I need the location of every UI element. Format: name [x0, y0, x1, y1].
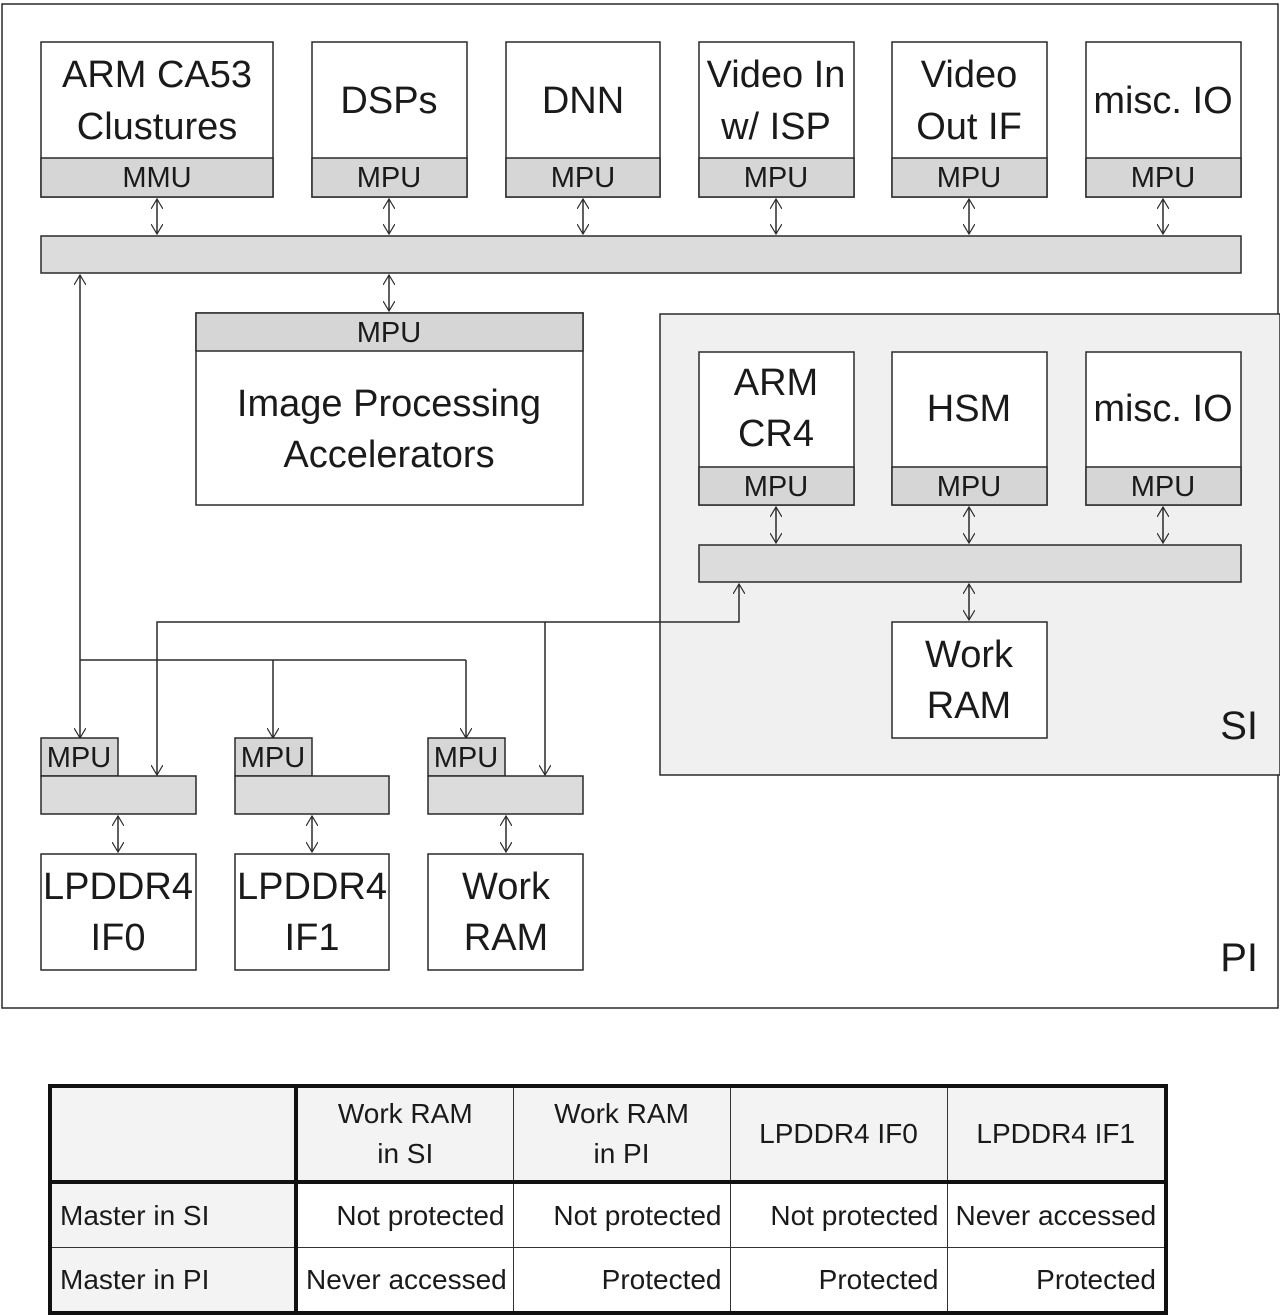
- mpu-unit: [698, 466, 855, 506]
- bidirectional-arrows-si-masters: [776, 507, 1163, 620]
- svg-text:IF1: IF1: [285, 917, 340, 959]
- bidirectional-arrows-pi-masters: [157, 199, 1163, 234]
- svg-text:MPU: MPU: [937, 162, 1001, 194]
- mpu-unit: [698, 157, 855, 198]
- svg-text:LPDDR4: LPDDR4: [237, 866, 387, 908]
- pi-memory-lpddr4-if0: MPU LPDDR4 IF0: [40, 737, 197, 971]
- mpu-unit: [1085, 157, 1242, 198]
- mpu-unit: [505, 157, 661, 198]
- svg-text:Video In: Video In: [707, 54, 846, 96]
- svg-text:MPU: MPU: [551, 162, 615, 194]
- svg-text:MPU: MPU: [434, 742, 498, 774]
- memory-controller: [234, 775, 390, 815]
- pi-master-dnn: DNN MPU: [505, 41, 661, 198]
- svg-text:MPU: MPU: [937, 471, 1001, 503]
- pi-main-bus: [40, 235, 1242, 274]
- svg-text:DNN: DNN: [542, 80, 624, 122]
- si-master-misc-io: misc. IO MPU: [1085, 351, 1242, 506]
- svg-text:MPU: MPU: [1131, 162, 1195, 194]
- table-cell: Never accessed: [946, 1181, 1167, 1248]
- svg-text:HSM: HSM: [927, 388, 1011, 430]
- mmu-unit: [40, 157, 274, 198]
- pi-master-video-out: Video Out IF MPU: [891, 41, 1048, 198]
- pi-master-arm-ca53: ARM CA53 Clustures MMU: [40, 41, 274, 198]
- si-master-arm-cr4: ARM CR4 MPU: [698, 351, 855, 506]
- svg-text:LPDDR4: LPDDR4: [43, 866, 193, 908]
- mpu-unit: [1085, 466, 1242, 506]
- image-processing-accelerators: MPU Image Processing Accelerators: [195, 312, 584, 506]
- svg-text:MPU: MPU: [357, 317, 421, 349]
- memory-controller: [427, 775, 584, 815]
- table-corner-cell: [49, 1085, 298, 1183]
- si-work-ram: Work RAM: [891, 621, 1048, 739]
- svg-text:MMU: MMU: [122, 162, 191, 194]
- table-cell: Not protected: [512, 1181, 731, 1248]
- row-header: Master in PI: [49, 1247, 298, 1314]
- pi-memory-lpddr4-if1: MPU LPDDR4 IF1: [234, 737, 390, 971]
- mpu-unit: [195, 312, 584, 352]
- svg-text:w/ ISP: w/ ISP: [720, 106, 831, 148]
- mpu-unit: [40, 737, 119, 777]
- pi-memory-work-ram: MPU Work RAM: [427, 737, 584, 971]
- table-row: Master in PI Never accessed Protected Pr…: [49, 1247, 1167, 1314]
- mpu-unit: [427, 737, 506, 777]
- si-region-label: SI: [1220, 704, 1258, 748]
- si-bus: [698, 544, 1242, 583]
- svg-text:CR4: CR4: [738, 413, 814, 455]
- memory-controller: [40, 775, 197, 815]
- pi-region-label: PI: [1220, 936, 1258, 980]
- svg-text:Out IF: Out IF: [916, 106, 1022, 148]
- svg-text:Work: Work: [925, 634, 1014, 676]
- svg-text:RAM: RAM: [464, 917, 548, 959]
- row-header: Master in SI: [49, 1181, 298, 1248]
- table-cell: Never accessed: [295, 1247, 514, 1314]
- table-cell: Not protected: [295, 1181, 514, 1248]
- pi-master-dsps: DSPs MPU: [311, 41, 468, 198]
- soc-block-diagram: ARM CA53 Clustures MMU DSPs MPU DNN MPU …: [1, 3, 1280, 1009]
- svg-text:ARM CA53: ARM CA53: [62, 54, 252, 96]
- svg-text:MPU: MPU: [47, 742, 111, 774]
- table-row: Master in SI Not protected Not protected…: [49, 1181, 1167, 1248]
- svg-text:misc. IO: misc. IO: [1093, 80, 1232, 122]
- mpu-unit: [311, 157, 468, 198]
- svg-text:MPU: MPU: [744, 162, 808, 194]
- table-cell: Protected: [729, 1247, 948, 1314]
- si-master-hsm: HSM MPU: [891, 351, 1048, 506]
- svg-text:RAM: RAM: [927, 685, 1011, 727]
- svg-text:IF0: IF0: [91, 917, 146, 959]
- svg-text:ARM: ARM: [734, 362, 818, 404]
- table-cell: Protected: [946, 1247, 1167, 1314]
- svg-text:Accelerators: Accelerators: [283, 434, 494, 476]
- table-cell: Protected: [512, 1247, 731, 1314]
- svg-text:MPU: MPU: [1131, 471, 1195, 503]
- svg-text:MPU: MPU: [357, 162, 421, 194]
- column-header: LPDDR4 IF1: [946, 1085, 1167, 1183]
- table-cell: Not protected: [729, 1181, 948, 1248]
- svg-text:MPU: MPU: [241, 742, 305, 774]
- svg-text:Work: Work: [462, 866, 551, 908]
- svg-text:MPU: MPU: [744, 471, 808, 503]
- svg-text:Clustures: Clustures: [77, 106, 238, 148]
- interconnect-lines: [80, 275, 739, 775]
- mpu-unit: [891, 466, 1048, 506]
- pi-master-misc-io: misc. IO MPU: [1085, 41, 1242, 198]
- svg-text:misc. IO: misc. IO: [1093, 388, 1232, 430]
- svg-text:DSPs: DSPs: [340, 80, 437, 122]
- column-header: LPDDR4 IF0: [729, 1085, 948, 1183]
- pi-master-video-in: Video In w/ ISP MPU: [698, 41, 855, 198]
- mpu-unit: [891, 157, 1048, 198]
- svg-text:Image Processing: Image Processing: [237, 383, 541, 425]
- svg-text:Video: Video: [921, 54, 1018, 96]
